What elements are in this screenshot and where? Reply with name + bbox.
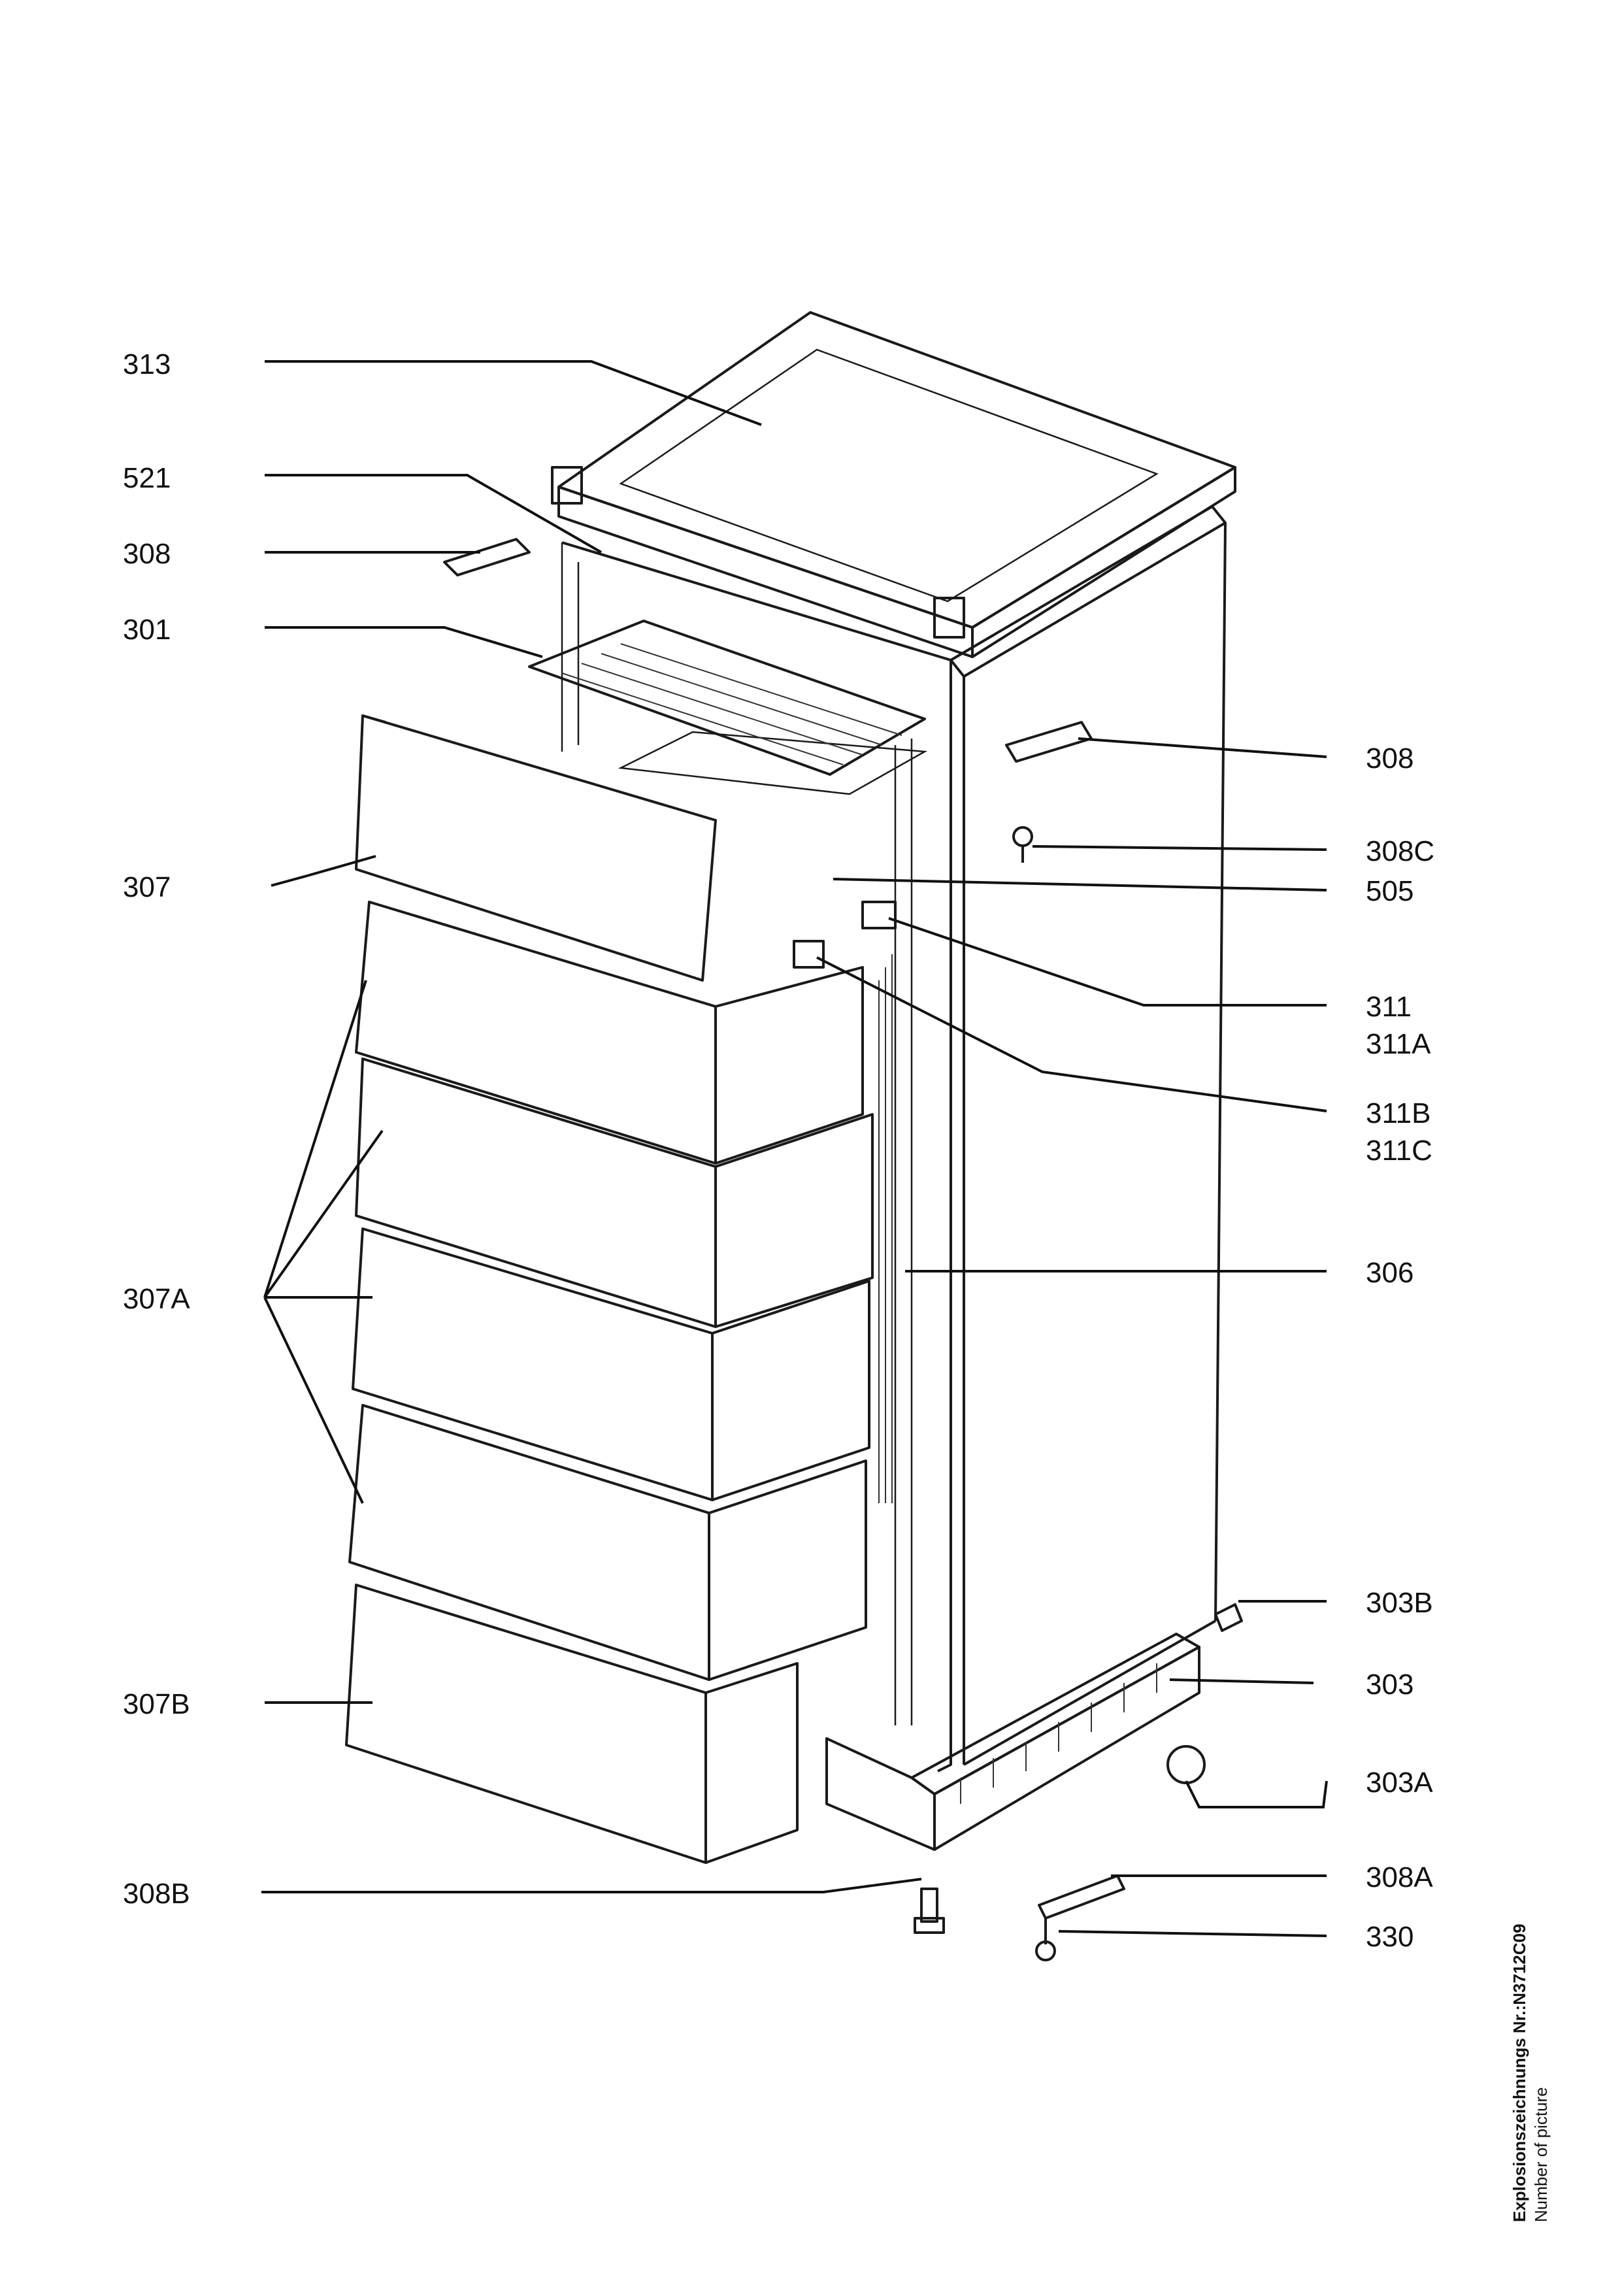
bottom-drawer-part xyxy=(345,1584,799,1864)
callout-307: 307 xyxy=(123,871,171,903)
drawer-3-part xyxy=(352,1227,870,1501)
callout-301: 301 xyxy=(123,614,171,646)
callout-306: 306 xyxy=(1366,1257,1413,1289)
callout-307A: 307A xyxy=(123,1283,190,1315)
callout-308-left: 308 xyxy=(123,538,171,570)
callout-330: 330 xyxy=(1366,1921,1413,1953)
callout-308B: 308B xyxy=(123,1878,190,1910)
picture-caption: Number of picture xyxy=(1531,2087,1551,2222)
drawer-1-part xyxy=(355,901,864,1165)
hinge-308-right-part xyxy=(1005,721,1093,763)
callout-307B: 307B xyxy=(123,1688,190,1720)
callout-311: 311 xyxy=(1366,991,1412,1023)
hinge-308A-part xyxy=(1038,1874,1125,1920)
callout-505: 505 xyxy=(1366,875,1413,907)
base-plinth-part xyxy=(825,1633,1200,1851)
callout-303A: 303A xyxy=(1366,1767,1433,1799)
callout-303: 303 xyxy=(1366,1669,1413,1701)
drawer-2-part xyxy=(355,1057,874,1328)
picture-number-note: Explosionszeichnungs Nr.:N3712C09 Number… xyxy=(1510,1856,1588,2222)
cabinet-body-part xyxy=(561,505,1227,1772)
shelf-grid-part xyxy=(528,620,928,795)
callout-311A: 311A xyxy=(1366,1028,1431,1060)
foot-330-part xyxy=(1035,1918,1056,1961)
callout-303B: 303B xyxy=(1366,1587,1433,1619)
pin-308C-part xyxy=(1012,826,1033,863)
callout-521: 521 xyxy=(123,462,171,494)
callout-308C: 308C xyxy=(1366,835,1434,867)
end-cap-303B-part xyxy=(1214,1603,1243,1632)
front-flap-part xyxy=(355,714,717,982)
callout-311B: 311B xyxy=(1366,1097,1431,1129)
callout-308A: 308A xyxy=(1366,1861,1433,1893)
drawer-4-part xyxy=(348,1404,867,1681)
top-lid-part xyxy=(551,311,1236,658)
callout-308-right: 308 xyxy=(1366,742,1413,774)
picture-number: Explosionszeichnungs Nr.:N3712C09 xyxy=(1510,1923,1529,2222)
callout-313: 313 xyxy=(123,348,171,380)
callout-311C: 311C xyxy=(1366,1135,1432,1167)
leader-lines xyxy=(261,360,1328,1937)
screw-308B-part xyxy=(914,1888,945,1934)
hinge-308-left-part xyxy=(443,538,531,576)
thermostat-311-part xyxy=(793,901,897,969)
foot-303A-part xyxy=(1166,1745,1206,1784)
